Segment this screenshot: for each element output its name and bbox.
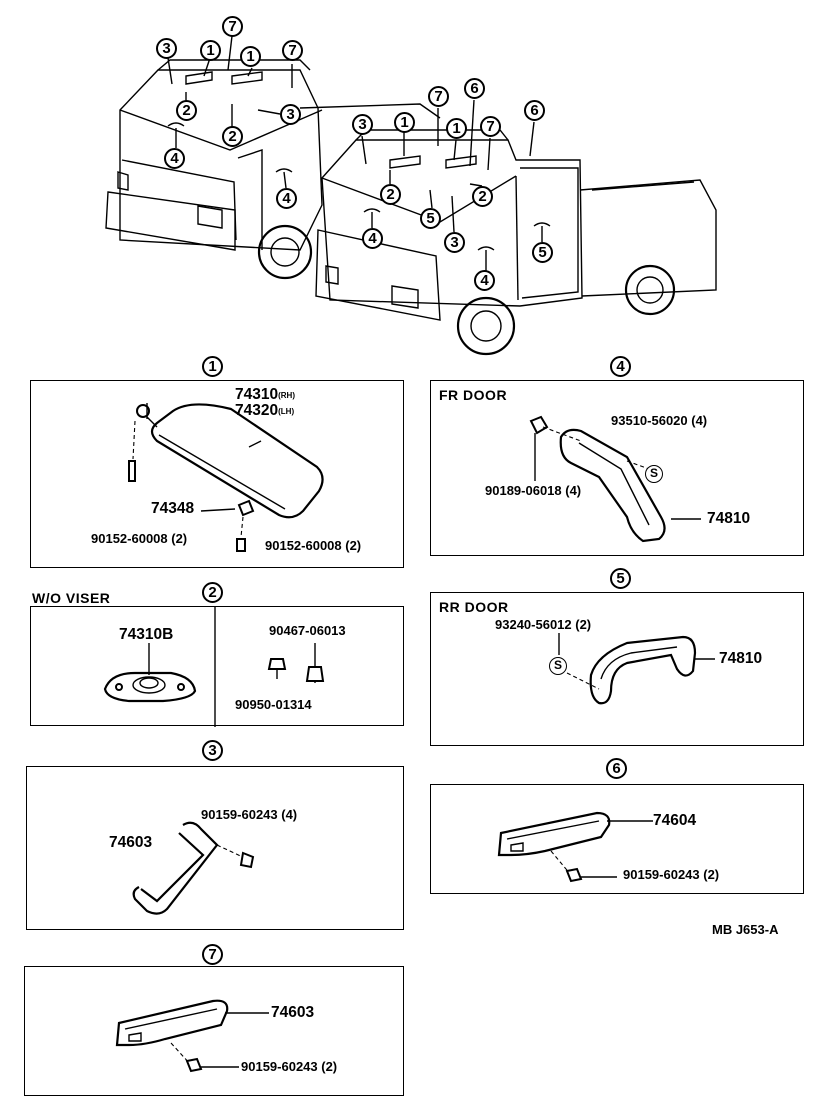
section-2-panel: 74310B 90467-06013 90950-01314 <box>30 606 404 727</box>
rr-door-cap-icon: S <box>549 657 567 675</box>
rr-door-cap-label: 93240-56012 (2) <box>495 617 592 632</box>
rr-door-grip-drawing <box>558 633 715 705</box>
overview-callout-c5: 7 <box>282 40 303 61</box>
overview-callout-d6: 7 <box>480 116 501 137</box>
visor-rh-suffix: (RH) <box>278 391 295 400</box>
rr-door-title: RR DOOR <box>439 599 509 615</box>
visor-screw-left-label: 90152-60008 (2) <box>91 531 188 546</box>
visor-rh-number: 74310 <box>235 386 279 403</box>
visor-clip-label: 74348 <box>151 500 195 517</box>
visor-screw-right-label: 90152-60008 (2) <box>265 538 362 553</box>
holder-label: 74310B <box>119 626 174 643</box>
overview-callout-d7: 6 <box>524 100 545 121</box>
section-4-panel: FR DOOR 93510-56020 (4) S 90189-06018 (4… <box>430 380 804 556</box>
section-4-number: 4 <box>610 356 631 377</box>
overview-callout-c4: 1 <box>240 46 261 67</box>
overview-callout-c7: 2 <box>222 126 243 147</box>
assist-grip-6-drawing <box>497 811 653 883</box>
diagram-code: MB J653-A <box>712 922 779 937</box>
overview-callout-c9: 4 <box>164 148 185 169</box>
assist-grip-3-drawing <box>132 821 255 915</box>
overview-callout-d9: 5 <box>420 208 441 229</box>
overview-callout-d12: 4 <box>362 228 383 249</box>
sun-visor-drawing <box>128 403 324 552</box>
visor-holder-drawing <box>103 607 325 727</box>
overview-callout-c1: 3 <box>156 38 177 59</box>
fr-door-cap-label: 93510-56020 (4) <box>611 413 708 428</box>
overview-callout-d13: 4 <box>474 270 495 291</box>
grip-6-label: 74604 <box>653 812 697 829</box>
assist-grip-7-drawing <box>115 999 269 1073</box>
overview-callout-d1: 3 <box>352 114 373 135</box>
visor-lh-suffix: (LH) <box>278 407 295 416</box>
overview-callout-c10: 4 <box>276 188 297 209</box>
overview-callout-d14: 5 <box>532 242 553 263</box>
overview-callout-d5: 1 <box>446 118 467 139</box>
visor-lh-number: 74320 <box>235 402 279 419</box>
overview-callout-c8: 3 <box>280 104 301 125</box>
section-7-number: 7 <box>202 944 223 965</box>
grip-7-label: 74603 <box>271 1004 315 1021</box>
section-1-panel: 74310(RH) 74320(LH) 74348 90152-60008 (2… <box>30 380 404 568</box>
fr-door-nut-label: 90189-06018 (4) <box>485 483 582 498</box>
section-2-number: 2 <box>202 582 223 603</box>
section-3-number: 3 <box>202 740 223 761</box>
visor-rh-label: 74310(RH) <box>235 387 295 404</box>
section-6-panel: 74604 90159-60243 (2) <box>430 784 804 894</box>
overview-callout-d2: 1 <box>394 112 415 133</box>
holder-bottom-part-label: 90950-01314 <box>235 697 312 712</box>
overview-callout-d11: 3 <box>444 232 465 253</box>
section-3-panel: 74603 90159-60243 (4) <box>26 766 404 930</box>
fr-door-grip-drawing <box>529 415 701 543</box>
visor-lh-label: 74320(LH) <box>235 403 294 420</box>
overview-callout-c2: 1 <box>200 40 221 61</box>
overview-illustration <box>105 35 717 356</box>
section-5-number: 5 <box>610 568 631 589</box>
fr-door-title: FR DOOR <box>439 387 508 403</box>
overview-callout-c6: 2 <box>176 100 197 121</box>
section-5-panel: RR DOOR 93240-56012 (2) S 74810 <box>430 592 804 746</box>
rr-door-grip-label: 74810 <box>719 650 763 667</box>
overview-callout-d3: 7 <box>428 86 449 107</box>
fr-door-grip-label: 74810 <box>707 510 751 527</box>
section-7-panel: 74603 90159-60243 (2) <box>24 966 404 1096</box>
grip-3-label: 74603 <box>109 834 153 851</box>
section-6-number: 6 <box>606 758 627 779</box>
overview-callout-d8: 2 <box>380 184 401 205</box>
grip-3-screw-label: 90159-60243 (4) <box>201 807 298 822</box>
fr-door-cap-icon: S <box>645 465 663 483</box>
holder-top-part-label: 90467-06013 <box>269 623 346 638</box>
grip-7-screw-label: 90159-60243 (2) <box>241 1059 338 1074</box>
section-2-title: W/O VISER <box>32 590 111 606</box>
overview-callout-d10: 2 <box>472 186 493 207</box>
overview-callout-d4: 6 <box>464 78 485 99</box>
section-1-number: 1 <box>202 356 223 377</box>
overview-callout-c3: 7 <box>222 16 243 37</box>
grip-6-screw-label: 90159-60243 (2) <box>623 867 720 882</box>
